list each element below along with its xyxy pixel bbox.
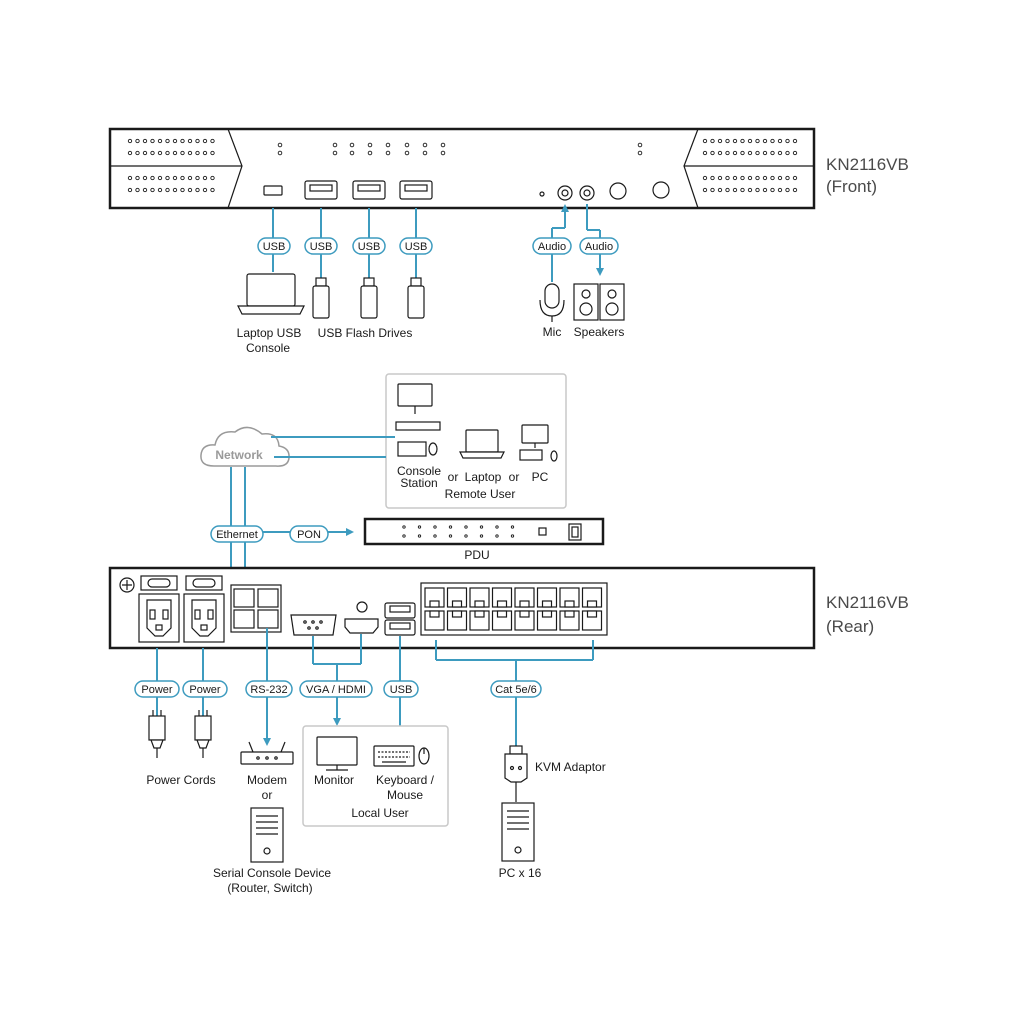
- mini-usb-port: [263, 185, 283, 196]
- power-switch-1: [140, 575, 178, 591]
- rear-title-side: (Rear): [826, 617, 874, 636]
- mic-label: Mic: [543, 325, 562, 339]
- pdu-device: [363, 517, 605, 546]
- pc-x16-label: PC x 16: [499, 866, 542, 880]
- svg-text:Network: Network: [215, 448, 263, 462]
- flash-drive-icon: [407, 277, 425, 319]
- svg-text:Audio: Audio: [585, 241, 613, 253]
- rs232-pill: RS-232: [245, 680, 293, 698]
- kvm-adaptor-icon: [504, 745, 528, 802]
- laptop-label-1: Laptop USB: [237, 326, 302, 340]
- laptop-icon: [237, 273, 305, 315]
- laptop-label-2: Console: [246, 341, 290, 355]
- usb-port-1: [304, 180, 338, 200]
- power-plug-icon: [148, 710, 166, 758]
- flash-drive-icon: [360, 277, 378, 319]
- laptop-label: Laptop: [465, 470, 502, 484]
- svg-text:Power: Power: [141, 684, 173, 696]
- usb-pill-flash-2: USB: [352, 237, 386, 255]
- vga-port: [290, 614, 337, 636]
- front-title-model: KN2116VB: [826, 155, 909, 174]
- front-title-side: (Front): [826, 177, 877, 196]
- audio-pill-speakers: Audio: [579, 237, 619, 255]
- svg-text:USB: USB: [358, 241, 381, 253]
- pc-label: PC: [532, 470, 549, 484]
- svg-text:RS-232: RS-232: [250, 684, 287, 696]
- speakers-label: Speakers: [574, 325, 625, 339]
- flash-drive-icon: [312, 277, 330, 319]
- svg-text:USB: USB: [263, 241, 286, 253]
- network-cloud-icon: Network: [200, 426, 290, 467]
- console-station-label-1: Console: [397, 464, 441, 478]
- local-user-label: Local User: [351, 806, 408, 820]
- svg-text:USB: USB: [390, 684, 413, 696]
- flash-drives-label: USB Flash Drives: [318, 326, 413, 340]
- ethernet-rs232-ports: [230, 584, 282, 633]
- remote-user-label: Remote User: [445, 487, 516, 501]
- vga-hdmi-pill: VGA / HDMI: [299, 680, 373, 698]
- indicator-led: [539, 191, 545, 197]
- kvm-ports: [424, 587, 603, 631]
- rear-usb-ports: [384, 602, 416, 636]
- power-inlet-1: [138, 593, 180, 643]
- keyboard-mouse-icon: [373, 745, 430, 767]
- power-inlet-2: [183, 593, 225, 643]
- serial-device-tower-icon: [250, 807, 284, 863]
- front-panel: [108, 127, 816, 210]
- usb-port-2: [352, 180, 386, 200]
- microphone-icon: [539, 283, 565, 322]
- svg-text:Ethernet: Ethernet: [216, 529, 258, 541]
- monitor-icon: [316, 736, 358, 771]
- or-label: or: [262, 788, 273, 802]
- front-button-2: [652, 181, 670, 199]
- usb-pill-flash-3: USB: [399, 237, 433, 255]
- modem-label: Modem: [247, 773, 287, 787]
- svg-text:Power: Power: [189, 684, 221, 696]
- serial-device-label-1: Serial Console Device: [213, 866, 331, 880]
- svg-text:USB: USB: [405, 241, 428, 253]
- usb-pill-laptop: USB: [257, 237, 291, 255]
- rear-title-model: KN2116VB: [826, 593, 909, 612]
- svg-text:Audio: Audio: [538, 241, 566, 253]
- power-plug-icon: [194, 710, 212, 758]
- front-button-1: [609, 182, 627, 200]
- console-station-icon: [395, 383, 441, 457]
- pdu-label: PDU: [464, 548, 489, 562]
- or-label: or: [448, 470, 459, 484]
- pc-icon: [519, 424, 558, 462]
- power-pill-2: Power: [182, 680, 228, 698]
- power-switch-2: [185, 575, 223, 591]
- pc-tower-icon: [501, 802, 535, 862]
- usb-pill-rear: USB: [383, 680, 419, 698]
- keyboard-label-1: Keyboard /: [376, 773, 435, 787]
- rear-panel: [108, 566, 816, 650]
- svg-text:USB: USB: [310, 241, 333, 253]
- svg-text:VGA / HDMI: VGA / HDMI: [306, 684, 366, 696]
- laptop-icon: [459, 429, 505, 459]
- ethernet-pill: Ethernet: [210, 525, 264, 543]
- pon-pill: PON: [289, 525, 329, 543]
- audio-pill-mic: Audio: [532, 237, 572, 255]
- keyboard-label-2: Mouse: [387, 788, 423, 802]
- speaker-jack: [579, 185, 595, 201]
- vent-holes: [127, 138, 798, 193]
- usb-pill-flash-1: USB: [304, 237, 338, 255]
- console-station-label-2: Station: [400, 476, 437, 490]
- cat-pill: Cat 5e/6: [490, 680, 542, 698]
- kvm-adaptor-label: KVM Adaptor: [535, 760, 606, 774]
- svg-text:PON: PON: [297, 529, 321, 541]
- monitor-label: Monitor: [314, 773, 354, 787]
- modem-icon: [240, 741, 294, 765]
- svg-text:Cat 5e/6: Cat 5e/6: [495, 684, 537, 696]
- power-cords-label: Power Cords: [146, 773, 215, 787]
- speakers-icon: [573, 283, 625, 321]
- hdmi-port: [344, 601, 379, 634]
- mic-jack: [557, 185, 573, 201]
- usb-port-3: [399, 180, 433, 200]
- power-pill-1: Power: [134, 680, 180, 698]
- serial-device-label-2: (Router, Switch): [227, 881, 312, 895]
- status-leds: [277, 142, 643, 156]
- or-label: or: [509, 470, 520, 484]
